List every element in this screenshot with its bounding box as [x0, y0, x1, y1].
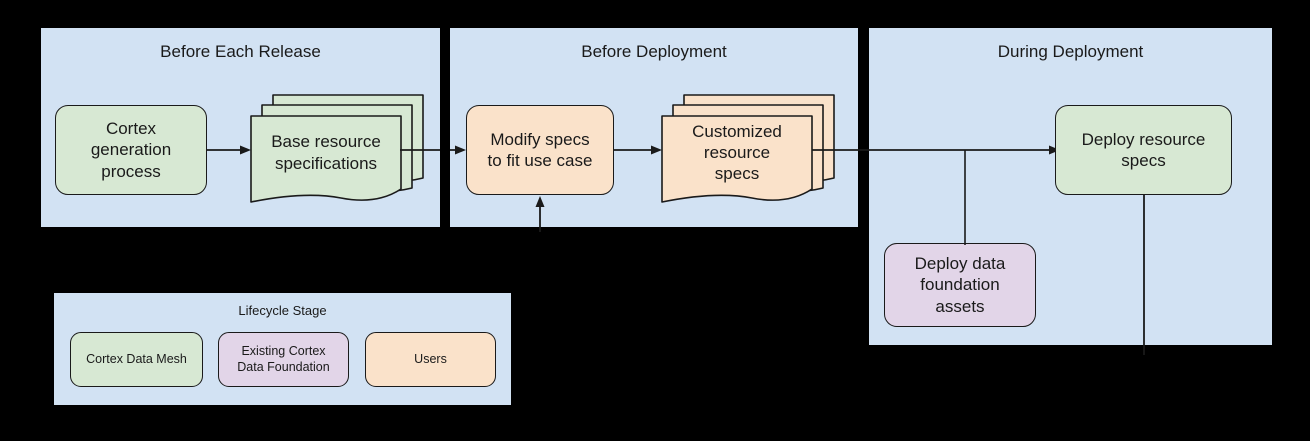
- panel-gap-1: [440, 28, 450, 227]
- edge-cortex-process-to-base-specs: [207, 143, 253, 157]
- panel-title-during-deployment: During Deployment: [997, 42, 1144, 61]
- edge-deploy-specs-downward: [1139, 195, 1149, 355]
- legend-item-existing-cortex-data-foundation[interactable]: Existing Cortex Data Foundation: [218, 332, 349, 387]
- edge-modify-specs-to-customized-specs: [614, 143, 664, 157]
- node-label-modify-specs: Modify specs to fit use case: [487, 129, 593, 170]
- panel-title-before-each-release: Before Each Release: [160, 42, 321, 61]
- legend-title: Lifecycle Stage: [238, 303, 327, 318]
- node-label-deploy-data-foundation-assets: Deploy data foundation assets: [914, 254, 1006, 316]
- node-deploy-resource-specs[interactable]: Deploy resource specs: [1055, 105, 1232, 195]
- panel-title-before-deployment: Before Deployment: [581, 42, 727, 61]
- edge-data-foundation-to-deploy-line: [960, 150, 970, 245]
- node-label-deploy-resource-specs: Deploy resource specs: [1081, 129, 1206, 170]
- edge-customized-specs-to-deploy-specs: [812, 143, 1062, 157]
- legend-label-users: Users: [414, 351, 447, 366]
- node-cortex-generation-process[interactable]: Cortex generation process: [55, 105, 207, 195]
- edge-users-to-modify-specs: [533, 196, 547, 232]
- legend-item-users[interactable]: Users: [365, 332, 496, 387]
- legend-label-existing-cortex-data-foundation: Existing Cortex Data Foundation: [237, 343, 330, 374]
- node-modify-specs[interactable]: Modify specs to fit use case: [466, 105, 614, 195]
- node-label-cortex-generation-process: Cortex generation process: [90, 119, 172, 181]
- legend-item-cortex-data-mesh[interactable]: Cortex Data Mesh: [70, 332, 203, 387]
- node-deploy-data-foundation-assets[interactable]: Deploy data foundation assets: [884, 243, 1036, 327]
- edge-base-specs-to-modify-specs: [400, 143, 468, 157]
- panel-gap-2: [858, 28, 869, 227]
- legend-label-cortex-data-mesh: Cortex Data Mesh: [86, 351, 187, 366]
